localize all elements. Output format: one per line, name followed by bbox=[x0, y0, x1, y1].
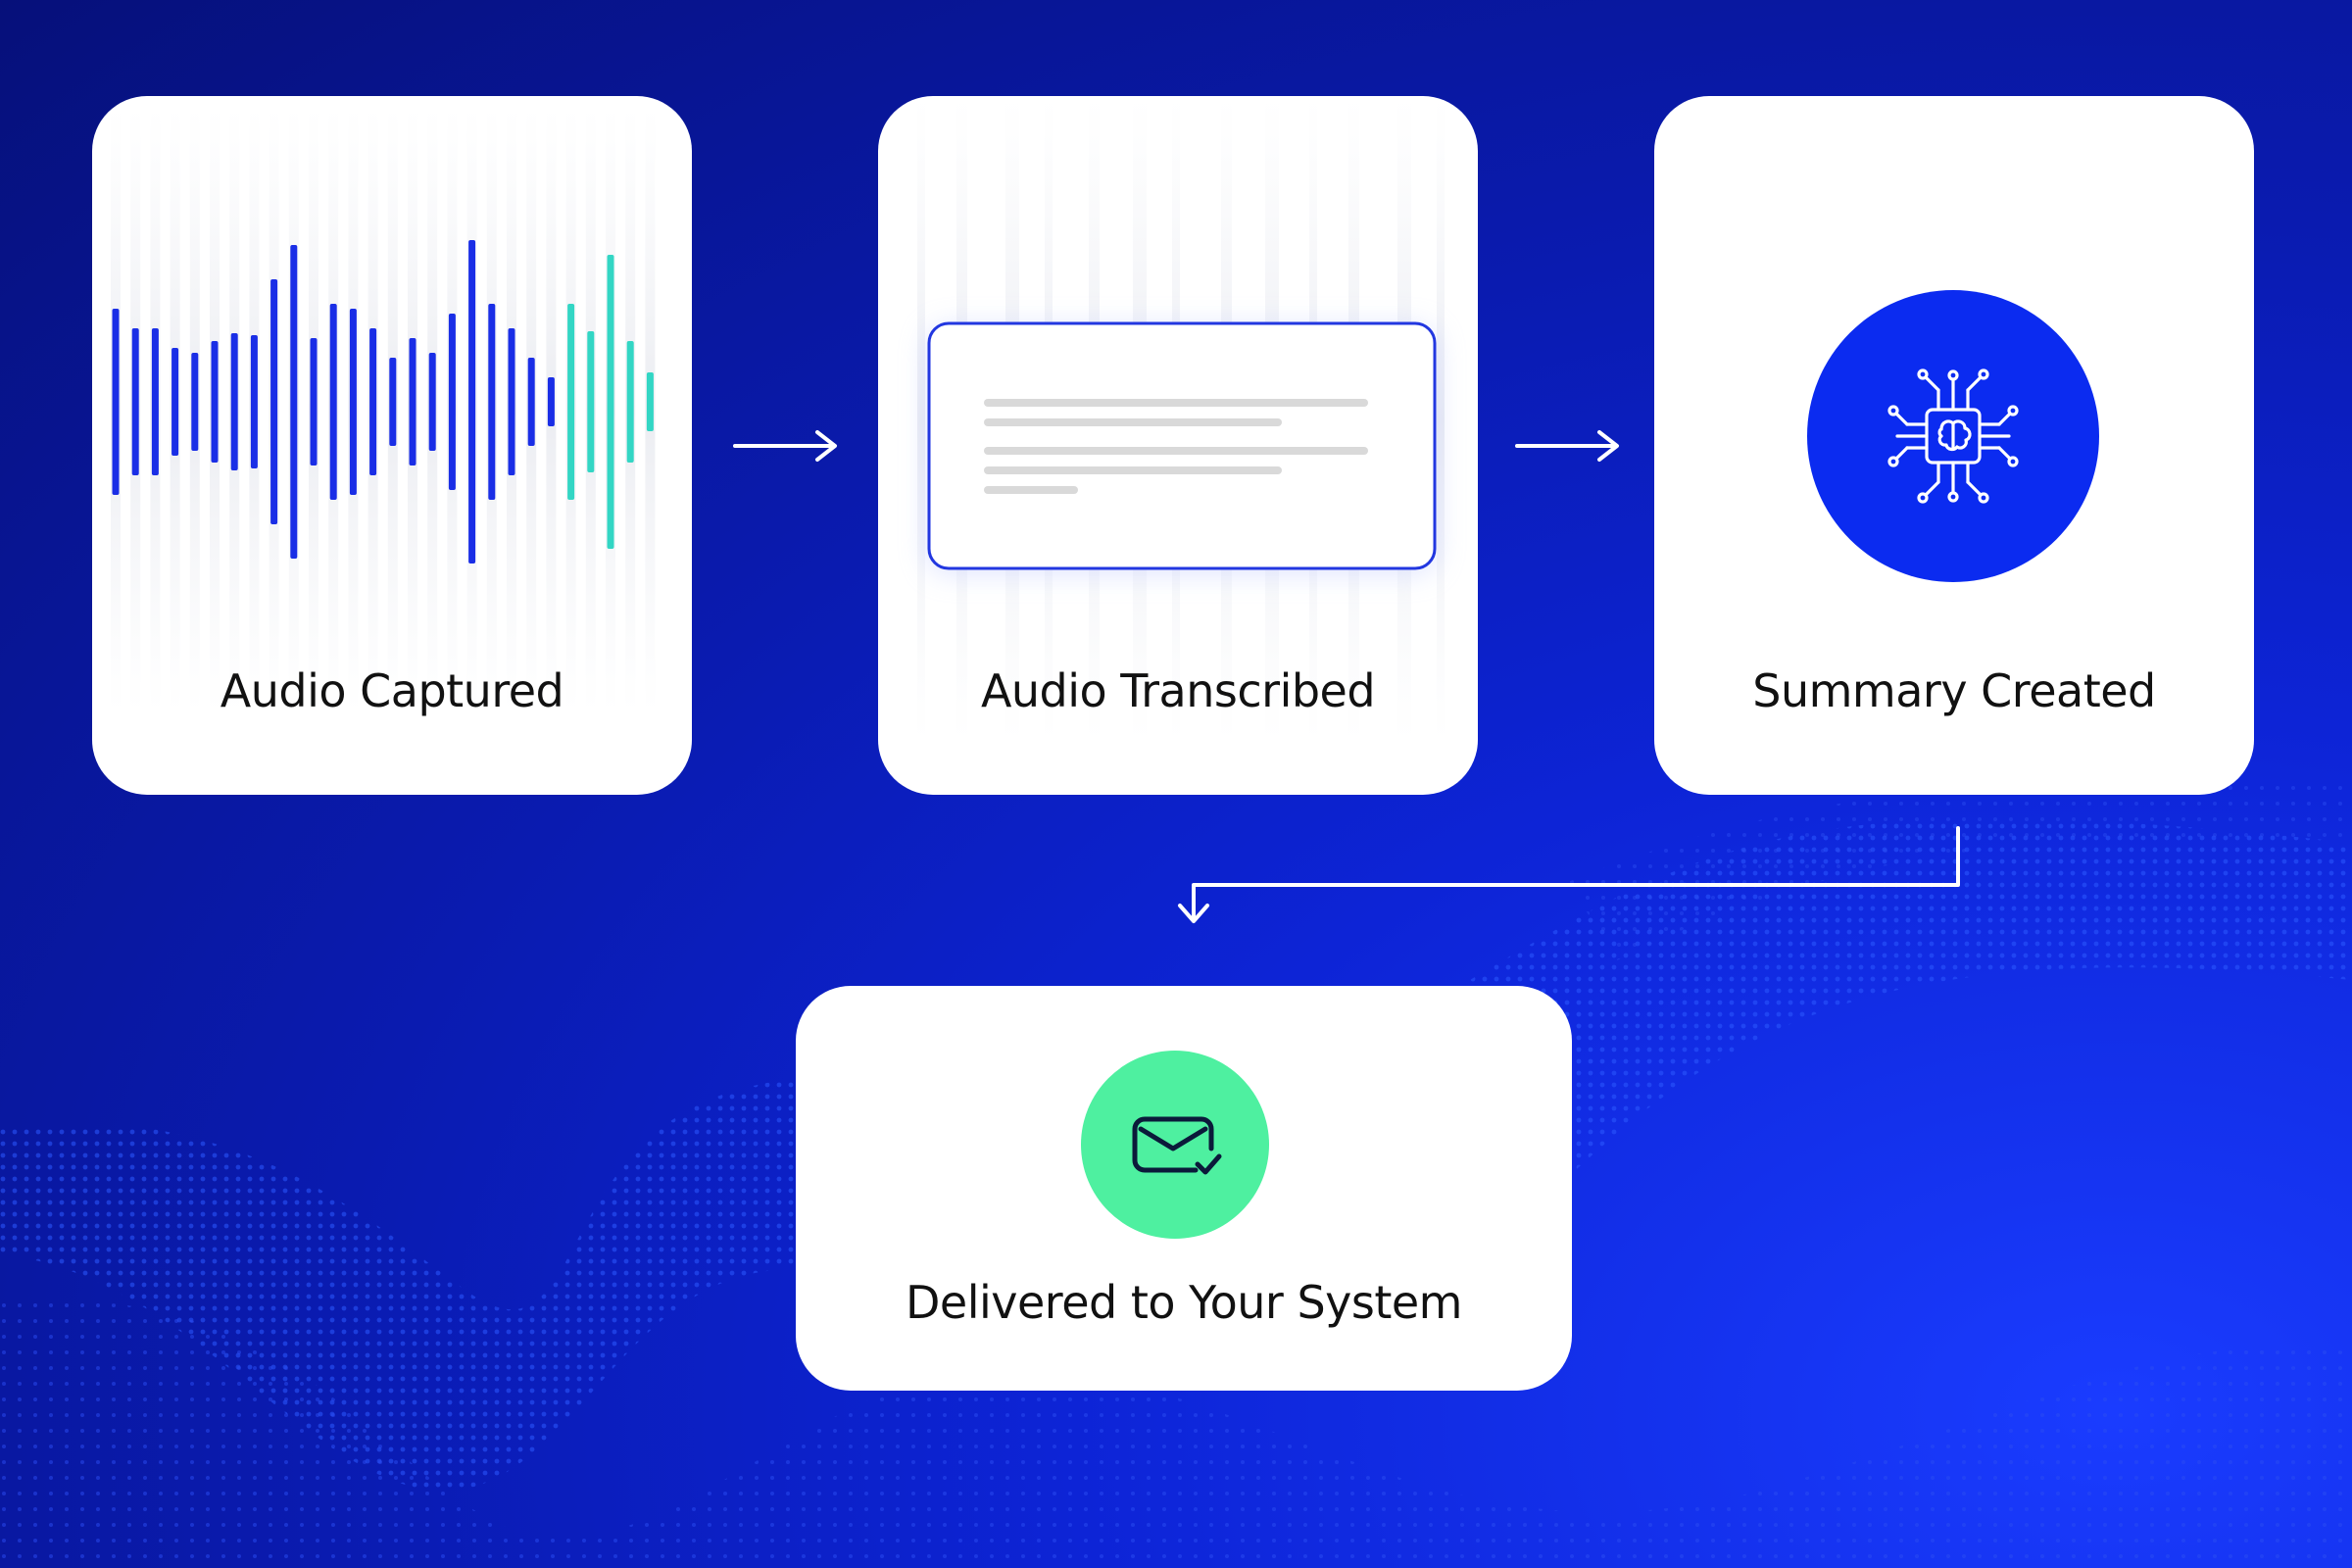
waveform-bar bbox=[607, 255, 614, 549]
waveform-bar bbox=[587, 331, 595, 472]
step-label: Summary Created bbox=[1752, 664, 2156, 717]
step-card-delivered: Delivered to Your System bbox=[796, 986, 1572, 1391]
waveform-graphic bbox=[111, 106, 656, 713]
waveform-bar bbox=[448, 314, 456, 490]
step-label: Delivered to Your System bbox=[906, 1276, 1463, 1329]
waveform-bar bbox=[626, 341, 634, 463]
waveform-bar bbox=[488, 304, 496, 500]
waveform-bar bbox=[310, 338, 318, 466]
transcript-streak bbox=[917, 96, 925, 743]
step-card-audio-transcribed: Audio Transcribed bbox=[878, 96, 1478, 795]
waveform-bar bbox=[369, 328, 377, 475]
waveform-bar bbox=[409, 338, 416, 466]
waveform-bar bbox=[349, 309, 357, 495]
waveform-bar bbox=[567, 304, 575, 500]
waveform-bar bbox=[389, 358, 397, 446]
step-card-summary-created: Summary Created bbox=[1654, 96, 2254, 795]
waveform-bar bbox=[527, 358, 535, 446]
mail-check-icon bbox=[1132, 1116, 1222, 1175]
step-label: Audio Transcribed bbox=[980, 664, 1376, 717]
step-label: Audio Captured bbox=[220, 664, 564, 717]
transcript-graphic bbox=[917, 96, 1445, 743]
transcript-streak bbox=[1437, 96, 1445, 743]
waveform-bar bbox=[428, 353, 436, 451]
transcript-text-lines bbox=[984, 399, 1368, 494]
delivered-graphic bbox=[1081, 1051, 1269, 1239]
waveform-bar bbox=[112, 309, 120, 495]
waveform-bar bbox=[191, 353, 199, 451]
waveform-bar bbox=[172, 348, 179, 456]
waveform-bar bbox=[329, 304, 337, 500]
summary-graphic bbox=[1807, 290, 2099, 582]
waveform-bar bbox=[508, 328, 515, 475]
ai-chip-brain-icon bbox=[1887, 368, 2019, 504]
waveform-bar bbox=[547, 377, 555, 426]
waveform-bar bbox=[250, 335, 258, 468]
waveform-bar bbox=[131, 328, 139, 475]
waveform-bar bbox=[290, 245, 298, 559]
transcript-box bbox=[927, 321, 1437, 570]
waveform-bar bbox=[230, 333, 238, 470]
waveform-bar bbox=[468, 240, 476, 564]
waveform-bar bbox=[211, 341, 219, 463]
waveform-bar bbox=[151, 328, 159, 475]
waveform-bar bbox=[646, 372, 654, 431]
waveform-bar bbox=[270, 279, 278, 524]
step-card-audio-captured: Audio Captured bbox=[92, 96, 692, 795]
